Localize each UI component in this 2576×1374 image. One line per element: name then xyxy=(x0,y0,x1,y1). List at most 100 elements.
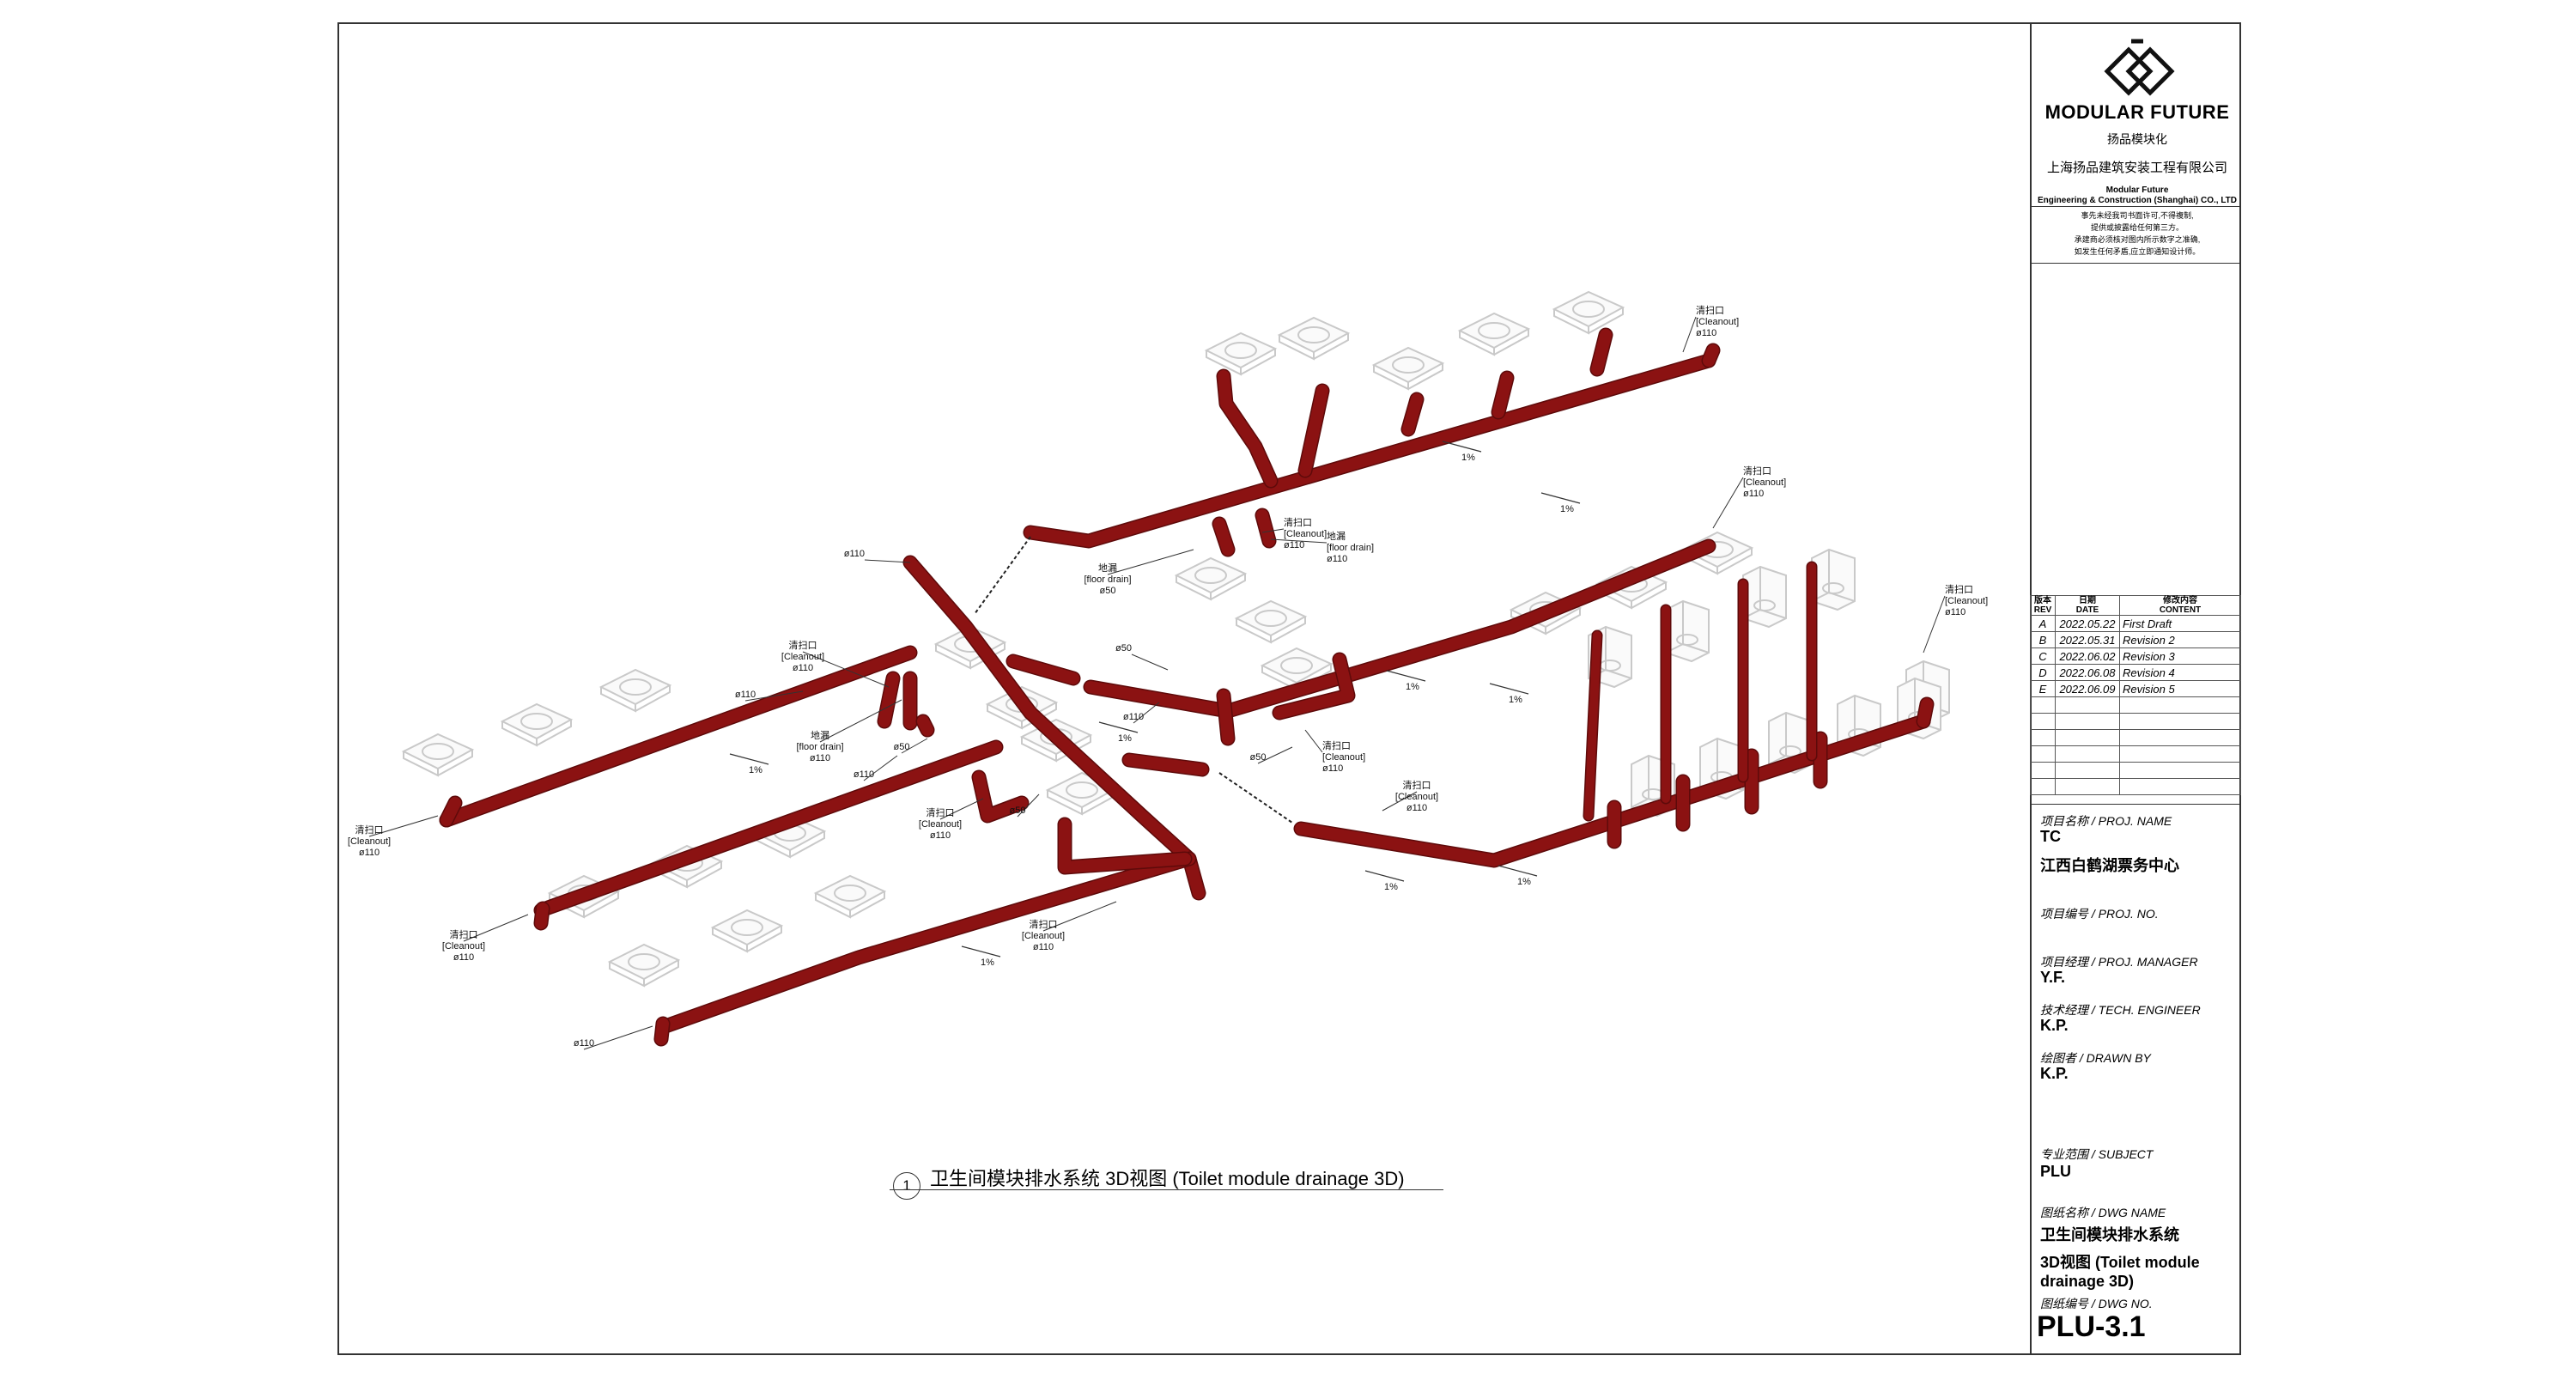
drain-pipe xyxy=(1024,355,1715,547)
revision-rev: D xyxy=(2030,664,2056,681)
callout-leader xyxy=(1304,729,1323,753)
squat-toilet-fixture xyxy=(607,943,681,988)
callout-leader xyxy=(1107,549,1194,575)
slope-text: 1% xyxy=(1560,504,1574,514)
revision-content xyxy=(2119,729,2241,746)
fixture-edge xyxy=(1270,617,1306,643)
revision-date: 2022.06.08 xyxy=(2055,664,2120,681)
dwg-name-line2: 3D视图 (Toilet module xyxy=(2040,1254,2200,1271)
slope-arrow xyxy=(1540,492,1581,504)
callout-leader xyxy=(864,559,911,563)
callout-leader xyxy=(1133,702,1160,724)
callout-text: ø110 xyxy=(735,690,756,700)
pipe-callout: ø110 xyxy=(574,1025,653,1050)
squat-toilet-fixture xyxy=(813,874,887,919)
pipe-callout: ø50 xyxy=(1250,746,1293,764)
fixture-edge xyxy=(609,962,645,988)
revision-date xyxy=(2055,778,2120,795)
callout-leader xyxy=(463,914,529,942)
pipe-callout: 清扫口[Cleanout]ø110 xyxy=(1382,780,1438,813)
fixture-edge xyxy=(1588,307,1624,334)
callout-text: ø110 xyxy=(1327,554,1347,564)
drain-pipe xyxy=(1492,372,1513,418)
revision-rev xyxy=(2030,696,2056,714)
slope-marker: 1% xyxy=(1098,721,1139,744)
revision-rev: C xyxy=(2030,647,2056,665)
callout-text: 清扫口 xyxy=(927,807,955,818)
manager: Y.F. xyxy=(2040,969,2066,986)
urinal-fixture xyxy=(1665,599,1710,663)
fixture-bowl xyxy=(1194,567,1227,584)
callout-text: [Cleanout] xyxy=(1696,317,1739,327)
fixture-edge xyxy=(1373,365,1409,391)
squat-toilet-fixture xyxy=(1371,346,1445,391)
callout-leader xyxy=(1382,791,1418,812)
squat-toilet-fixture xyxy=(1457,312,1531,356)
callout-text: [Cleanout] xyxy=(781,652,824,662)
fixture-bowl xyxy=(1224,342,1257,359)
revision-rev xyxy=(2030,745,2056,763)
pipe-callout: 清扫口[Cleanout]ø110 xyxy=(348,815,439,858)
fixture-edge xyxy=(815,893,851,919)
fixture-edge xyxy=(746,926,782,952)
fixture-edge xyxy=(712,927,748,953)
slope-text: 1% xyxy=(1461,453,1475,463)
callout-text: ø110 xyxy=(359,848,380,858)
revision-row xyxy=(2030,762,2241,779)
engineer-label: 技术经理 / TECH. ENGINEER xyxy=(2040,1003,2201,1017)
revision-date xyxy=(2055,729,2120,746)
callout-text: ø110 xyxy=(574,1038,594,1049)
fixture-edge xyxy=(501,721,538,747)
drain-pipe xyxy=(1402,393,1423,435)
fixture-edge xyxy=(1553,309,1589,335)
dwg-name-label: 图纸名称 / DWG NAME xyxy=(2040,1206,2166,1219)
slope-text: 1% xyxy=(1517,877,1531,887)
pipe-callout: 地漏[floor drain]ø110 xyxy=(796,699,902,763)
view-title: 卫生间模块排水系统 3D视图 (Toilet module drainage 3… xyxy=(930,1168,1405,1189)
fixture-bowl xyxy=(1392,356,1425,374)
connector-dashed xyxy=(974,536,1031,615)
pipe-callout: 清扫口[Cleanout]ø110 xyxy=(919,798,984,841)
notice-line: 提供或披露给任何第三方。 xyxy=(2090,223,2184,232)
callout-text: 清扫口 xyxy=(1403,780,1431,791)
fixture-bowl xyxy=(1478,322,1510,339)
revision-date: 2022.05.22 xyxy=(2055,615,2120,632)
dwg-no-label: 图纸编号 / DWG NO. xyxy=(2040,1297,2153,1310)
squat-toilet-fixture xyxy=(1204,331,1278,376)
squat-toilet-fixture xyxy=(1680,531,1754,575)
revision-date xyxy=(2055,762,2120,779)
fixture-bowl xyxy=(1572,301,1605,318)
urinal-bowl xyxy=(1753,599,1776,611)
callout-text: [floor drain] xyxy=(1327,543,1374,553)
drain-pipe xyxy=(440,647,916,826)
fixture-edge xyxy=(1716,548,1753,575)
drain-pipe xyxy=(1213,518,1234,556)
callout-text: ø110 xyxy=(1696,328,1716,338)
engineer: K.P. xyxy=(2040,1017,2069,1034)
brand-name: MODULAR FUTURE xyxy=(2044,101,2230,123)
drain-pipe xyxy=(973,771,1028,822)
fixture-edge xyxy=(635,685,671,712)
callout-text: ø110 xyxy=(1123,712,1144,722)
fixture-bowl xyxy=(1280,657,1313,674)
drain-pipe xyxy=(1273,654,1354,719)
dwg-name-line3: drainage 3D) xyxy=(2040,1273,2135,1290)
slope-marker: 1% xyxy=(1442,441,1482,463)
callout-text: ø110 xyxy=(930,830,951,841)
callout-text: [Cleanout] xyxy=(1945,596,1988,606)
slope-text: 1% xyxy=(1509,695,1522,705)
callout-text: 清扫口 xyxy=(1696,305,1724,316)
callout-text: ø110 xyxy=(1322,763,1343,774)
revision-content: First Draft xyxy=(2119,615,2241,632)
callout-leader xyxy=(1682,316,1697,353)
callout-text: ø110 xyxy=(1406,803,1427,813)
callout-leader xyxy=(819,699,902,743)
urinal-bowl xyxy=(1779,745,1801,757)
pipe-callout: 清扫口[Cleanout]ø110 xyxy=(1022,901,1117,952)
notice-line: 事先未经我司书面许可,不得複制, xyxy=(2081,211,2194,220)
drain-pipe xyxy=(1218,690,1234,745)
fixture-edge xyxy=(969,642,1005,669)
